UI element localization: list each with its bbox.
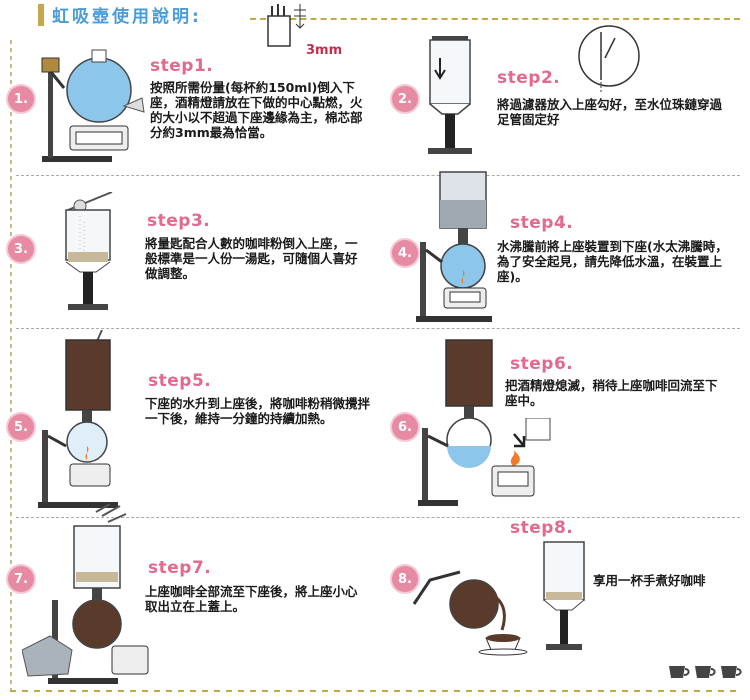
row-divider xyxy=(16,517,740,518)
coffee-cup-icon xyxy=(695,666,716,678)
bottom-border xyxy=(10,690,740,692)
step-5-number: 5. xyxy=(8,414,34,440)
step-3-label: step3. xyxy=(147,211,211,231)
siphon-upper-bowl-icon xyxy=(428,36,472,154)
extinguish-flame-icon xyxy=(418,339,493,506)
coffee-cup-icon xyxy=(721,666,742,678)
stir-coffee-icon xyxy=(38,330,118,508)
page-title: 虹吸壺使用說明: xyxy=(52,7,202,27)
step-4-number: 4. xyxy=(392,240,418,266)
step-1-number: 1. xyxy=(8,86,34,112)
step-4-description: 水沸騰前將上座裝置到下座(水太沸騰時，為了安全起見，請先降低水溫，在裝置上座)。 xyxy=(497,239,728,284)
filter-chain-icon xyxy=(578,25,640,94)
row-divider xyxy=(16,175,740,176)
step-5-description: 下座的水升到上座後，將咖啡粉稍微攪拌一下後，維持一分鐘的持續加熱。 xyxy=(145,396,371,426)
step-2-label: step2. xyxy=(497,68,561,88)
coffee-cups-decoration xyxy=(668,664,742,680)
alcohol-burner-icon xyxy=(491,450,535,497)
attach-upper-bowl-icon xyxy=(416,171,492,322)
step-4-label: step4. xyxy=(510,213,574,233)
upper-bowl-stand-icon xyxy=(543,541,585,650)
step-3-description: 將量匙配合人數的咖啡粉倒入上座，一般標準是一人份一湯匙，可隨個人喜好做調整。 xyxy=(145,236,358,281)
header-accent-bar xyxy=(38,4,44,26)
step-5-label: step5. xyxy=(148,371,212,391)
step-3-number: 3. xyxy=(8,236,34,262)
step-1-label: step1. xyxy=(150,56,214,76)
remove-upper-bowl-icon xyxy=(22,503,149,684)
header-divider xyxy=(250,18,740,20)
siphon-lower-bowl-icon xyxy=(41,49,145,162)
step-7-label: step7. xyxy=(148,558,212,578)
step-2-number: 2. xyxy=(392,86,418,112)
step-8-description: 享用一杯手煮好咖啡 xyxy=(593,573,706,588)
coffee-cup-icon xyxy=(669,666,690,678)
step-7-description: 上座咖啡全部流至下座後，將上座小心取出立在上蓋上。 xyxy=(145,584,358,614)
left-border xyxy=(10,40,12,690)
step-6-number: 6. xyxy=(392,414,418,440)
step-8-label: step8. xyxy=(510,518,574,538)
step-1-description: 按照所需份量(每杯約150ml)倒入下座，酒精燈請放在下做的中心點燃，火的大小以… xyxy=(150,80,363,140)
row-divider xyxy=(16,328,740,329)
wick-measure-label: 3mm xyxy=(306,43,343,58)
step-2-description: 將過濾器放入上座勾好，至水位珠鏈穿過足管固定好 xyxy=(497,97,723,127)
step-8-number: 8. xyxy=(392,566,418,592)
step-7-number: 7. xyxy=(8,566,34,592)
step-6-label: step6. xyxy=(510,354,574,374)
step-6-description: 把酒精燈熄滅，稍待上座咖啡回流至下座中。 xyxy=(505,378,718,408)
wick-measure-icon xyxy=(267,4,306,47)
snuffer-cap-icon xyxy=(513,418,551,448)
add-coffee-grounds-icon xyxy=(65,192,113,310)
pour-coffee-icon xyxy=(412,570,528,656)
